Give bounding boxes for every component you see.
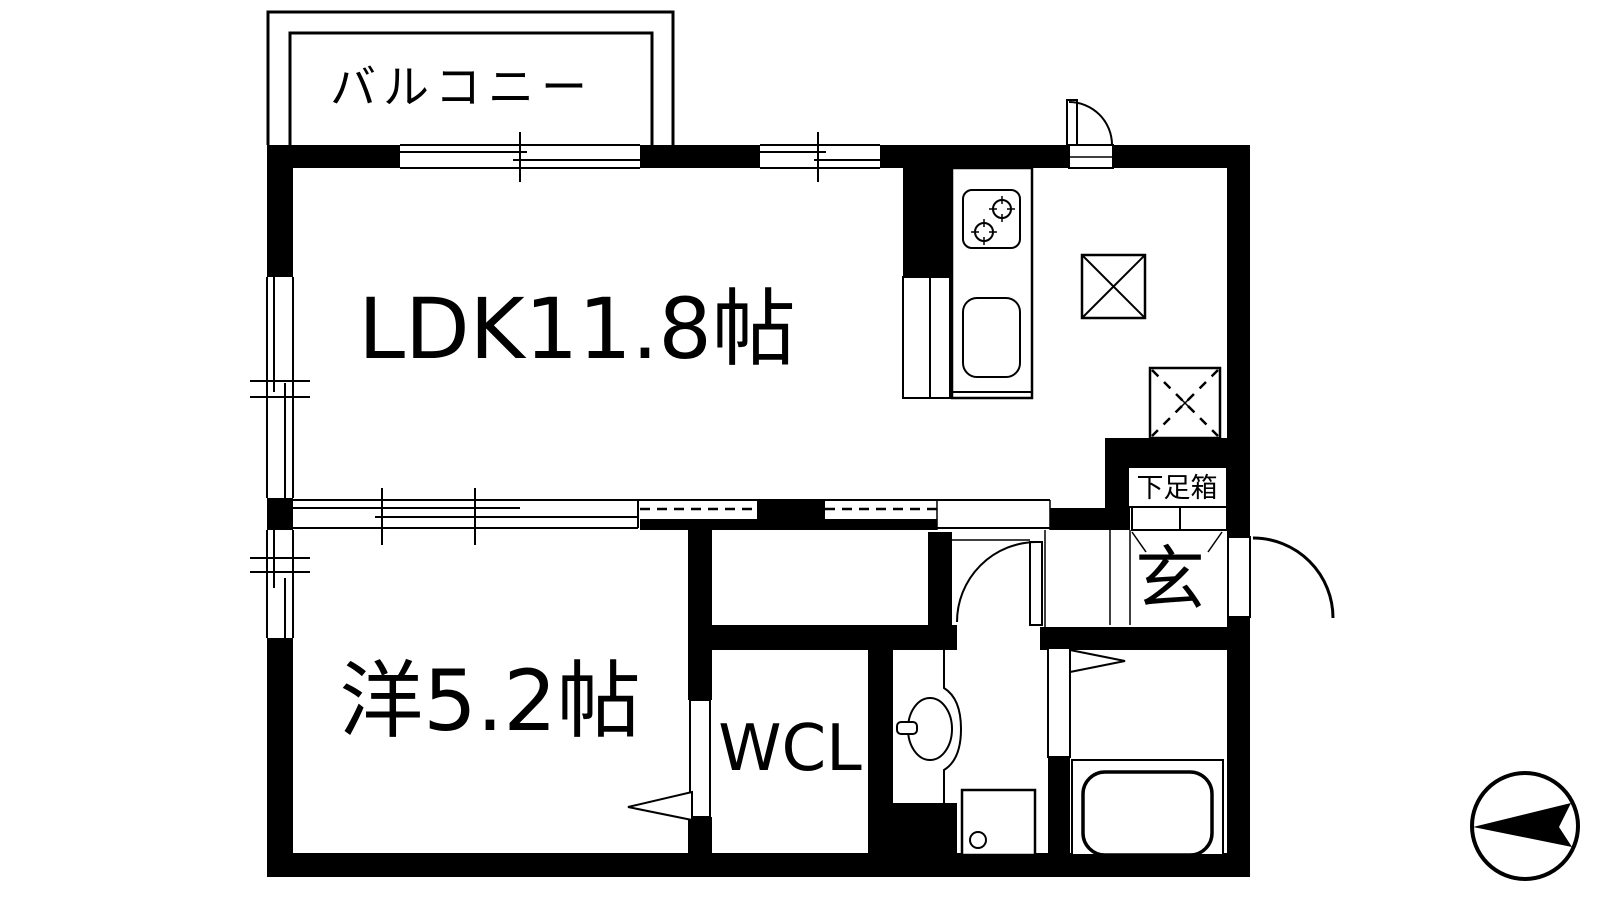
wall-corridor-south [712, 625, 957, 650]
wall-left-1 [267, 150, 293, 277]
entrance-area [1044, 466, 1228, 627]
wall-mid-strip-2 [825, 519, 937, 530]
front-door-arc [1252, 536, 1335, 619]
balcony: バルコニー [266, 10, 675, 145]
room-labels: LDK11.8帖 洋5.2帖 WCL 下足箱 玄 [339, 280, 1217, 786]
bathtub [1081, 770, 1214, 857]
bedroom-label: 洋5.2帖 [339, 652, 641, 750]
front-door-leaf [1227, 536, 1251, 618]
washroom-door-leaf [1029, 541, 1043, 626]
sanitary-fixtures [896, 650, 1224, 857]
wall-above-shoebox [1108, 438, 1227, 468]
balcony-inner-rail [288, 31, 654, 145]
bedroom-door-leaf [689, 699, 711, 818]
kitchen-door-arc [1068, 101, 1113, 146]
wall-washroom-bath [1048, 757, 1070, 853]
balcony-label: バルコニー [330, 60, 594, 114]
wall-left-junction [267, 498, 293, 530]
wall-right-1 [1227, 145, 1250, 537]
wcl-label: WCL [718, 712, 862, 786]
wall-bedroom-wcl-upper [688, 530, 712, 700]
vanity-counter-edge [943, 650, 963, 803]
wall-top-3 [880, 145, 1070, 168]
wall-washroom-north [1040, 627, 1227, 650]
compass [1470, 771, 1580, 881]
genkan-corner-tick-right [1207, 531, 1223, 553]
doors [627, 99, 1335, 822]
windows [250, 132, 880, 638]
kitchen-cabinet [902, 276, 951, 399]
vanity-faucet [896, 721, 918, 735]
partition-band [293, 488, 1051, 545]
stove-burner-2-ticks [971, 219, 997, 245]
stove-burner-1-ticks [989, 196, 1015, 222]
kitchen-door-leaf [1066, 99, 1078, 146]
bathroom-door-leaf [1047, 647, 1071, 758]
bedroom-door-arrow [627, 790, 693, 822]
wall-washroom-chunk [868, 803, 957, 853]
wall-bedroom-wcl-lower [688, 817, 712, 853]
wall-top-2 [640, 145, 760, 168]
compass-north-arrow-icon [1473, 803, 1572, 847]
equipment-space-center-x [1180, 398, 1190, 408]
wall-right-2 [1227, 617, 1250, 877]
stove [962, 189, 1021, 249]
wall-kitchen [903, 168, 952, 277]
wall-top-1 [267, 145, 400, 168]
equipment-space [1148, 366, 1222, 440]
wall-mid-right [1050, 508, 1130, 530]
bathroom-door-arrow [1069, 648, 1126, 674]
shoebox-label-box [1127, 466, 1228, 508]
wall-mid-block [757, 500, 825, 530]
refrigerator-space-x [1081, 254, 1146, 319]
washroom-door-arc [956, 541, 1038, 623]
kitchen-fixtures [902, 166, 1222, 440]
ldk-label: LDK11.8帖 [358, 280, 796, 378]
walls [267, 145, 1250, 877]
wall-top-4 [1113, 145, 1250, 168]
balcony-outer-rail [266, 10, 675, 145]
genkan-corner-tick-left [1131, 531, 1147, 553]
wall-corridor-end [928, 532, 952, 628]
washing-machine-drain [969, 831, 987, 849]
entrance-label: 玄 [1135, 538, 1205, 620]
wall-wcl-washroom [868, 650, 893, 803]
wall-left-2 [267, 638, 293, 855]
kitchen-sink [962, 297, 1021, 378]
shoebox-label: 下足箱 [1137, 473, 1218, 504]
wall-bottom [267, 853, 1250, 877]
wall-mid-strip-1 [640, 519, 757, 530]
